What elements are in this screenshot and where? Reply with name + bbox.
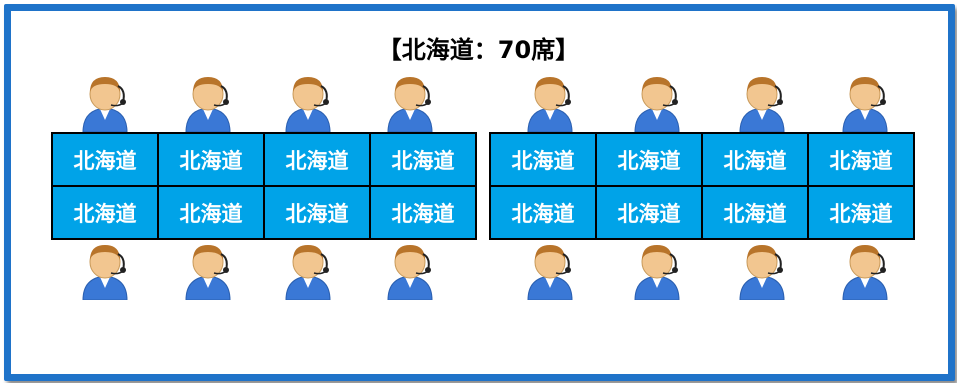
operator-headset-icon	[523, 72, 577, 132]
operator-headset-icon	[281, 72, 335, 132]
operator-headset-icon	[78, 240, 132, 300]
operator-headset-icon	[78, 72, 132, 132]
operator-headset-icon	[281, 240, 335, 300]
seat: 北海道	[596, 186, 702, 239]
seat: 北海道	[158, 133, 264, 186]
operator-headset-icon	[523, 240, 577, 300]
operator-headset-icon	[735, 72, 789, 132]
seat-block-right: 北海道 北海道 北海道 北海道 北海道 北海道 北海道 北海道	[489, 132, 915, 240]
seat: 北海道	[264, 186, 370, 239]
seat: 北海道	[596, 133, 702, 186]
seat: 北海道	[490, 186, 596, 239]
seat: 北海道	[702, 186, 808, 239]
seat: 北海道	[52, 133, 158, 186]
operator-headset-icon	[838, 72, 892, 132]
operator-headset-icon	[181, 240, 235, 300]
operator-headset-icon	[181, 72, 235, 132]
seat: 北海道	[702, 133, 808, 186]
seat: 北海道	[808, 186, 914, 239]
seat: 北海道	[370, 133, 476, 186]
seat: 北海道	[808, 133, 914, 186]
seat: 北海道	[490, 133, 596, 186]
operator-headset-icon	[838, 240, 892, 300]
seat: 北海道	[52, 186, 158, 239]
operator-headset-icon	[630, 240, 684, 300]
operator-headset-icon	[383, 240, 437, 300]
diagram-title: 【北海道：70席】	[377, 36, 580, 64]
operator-headset-icon	[630, 72, 684, 132]
seat: 北海道	[158, 186, 264, 239]
operator-headset-icon	[383, 72, 437, 132]
seat-block-left: 北海道 北海道 北海道 北海道 北海道 北海道 北海道 北海道	[51, 132, 477, 240]
seat: 北海道	[370, 186, 476, 239]
seat: 北海道	[264, 133, 370, 186]
operator-headset-icon	[735, 240, 789, 300]
